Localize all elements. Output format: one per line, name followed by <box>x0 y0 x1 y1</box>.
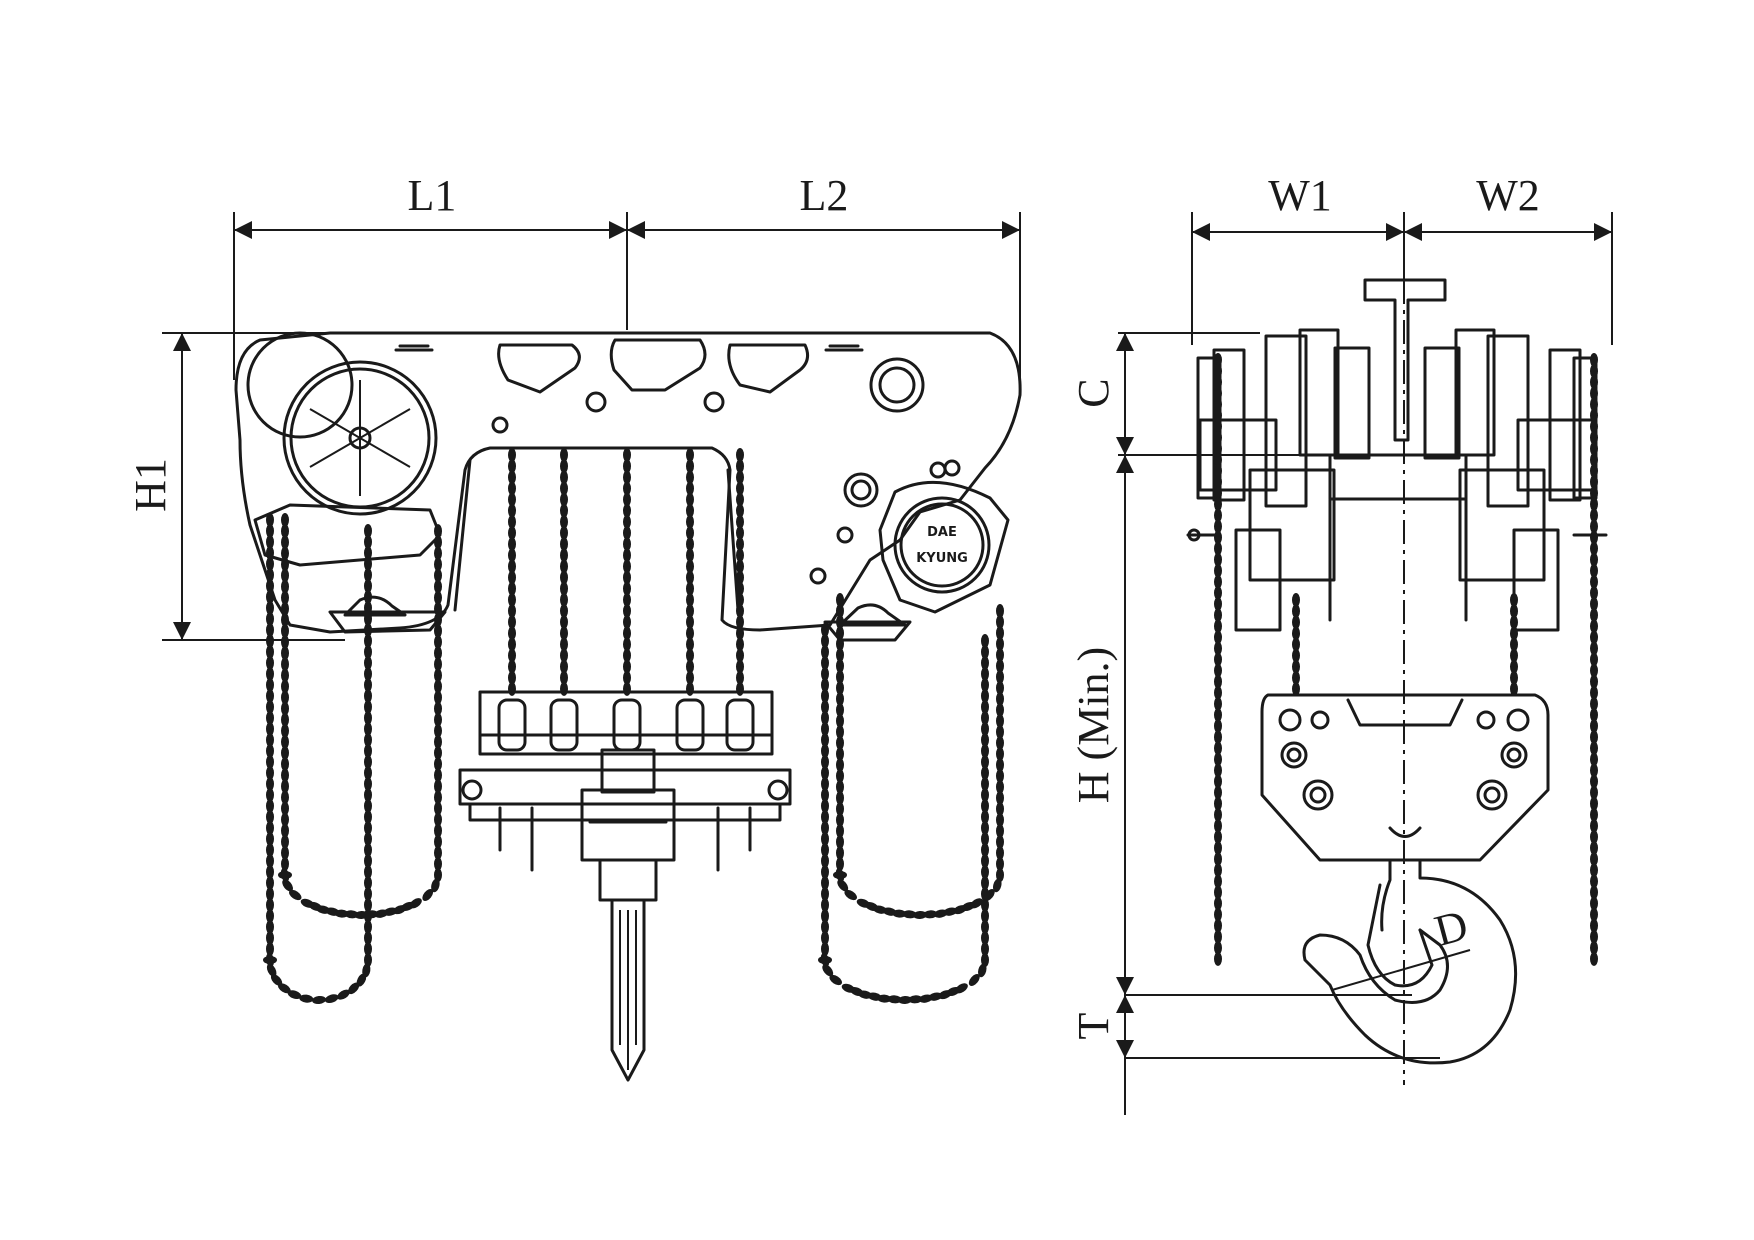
sheave <box>497 698 527 752</box>
sheave <box>675 698 705 752</box>
load-chain-strand <box>623 448 631 696</box>
logo-text-top: DAE <box>927 525 957 540</box>
load-chain-strand <box>560 448 568 696</box>
load-chain-strand <box>736 448 744 696</box>
side-view <box>1186 278 1608 1065</box>
front-frame <box>234 331 1022 634</box>
dimension-lines: L1 L2 H1 W1 W2 C H (Min.) T D <box>126 171 1613 1115</box>
dimension-t-label: T <box>1069 1012 1118 1039</box>
front-view: DAE KYUNG <box>234 331 1022 1082</box>
dimension-w1-label: W1 <box>1268 171 1332 220</box>
load-chain-strand <box>508 448 516 696</box>
sheave <box>725 698 755 752</box>
sheave <box>612 698 642 752</box>
logo-text-bottom: KYUNG <box>916 551 968 566</box>
hand-wheel <box>246 331 438 516</box>
dimension-l1-label: L1 <box>408 171 457 220</box>
sheave <box>549 698 579 752</box>
trolley-left <box>1186 328 1371 632</box>
hand-chains <box>263 513 1004 1005</box>
dimension-c-label: C <box>1069 378 1118 407</box>
dimension-h-label: H (Min.) <box>1069 647 1118 803</box>
dimension-l2-label: L2 <box>800 171 849 220</box>
load-chain-strand <box>686 448 694 696</box>
side-hand-chains <box>1214 353 1598 966</box>
dimension-w2-label: W2 <box>1476 171 1540 220</box>
hook <box>1302 858 1518 1065</box>
dimension-h1-label: H1 <box>126 458 175 512</box>
frame-cutouts <box>394 338 961 585</box>
load-chains <box>497 448 755 752</box>
hook-throat-line <box>1331 949 1471 991</box>
trolley-right <box>1423 328 1608 632</box>
brand-logo: DAE KYUNG <box>878 480 1010 614</box>
dimension-d-label: D <box>1430 900 1473 956</box>
side-bottom-block <box>1260 693 1550 862</box>
bottom-block <box>458 690 792 1082</box>
i-beam <box>1363 278 1447 442</box>
